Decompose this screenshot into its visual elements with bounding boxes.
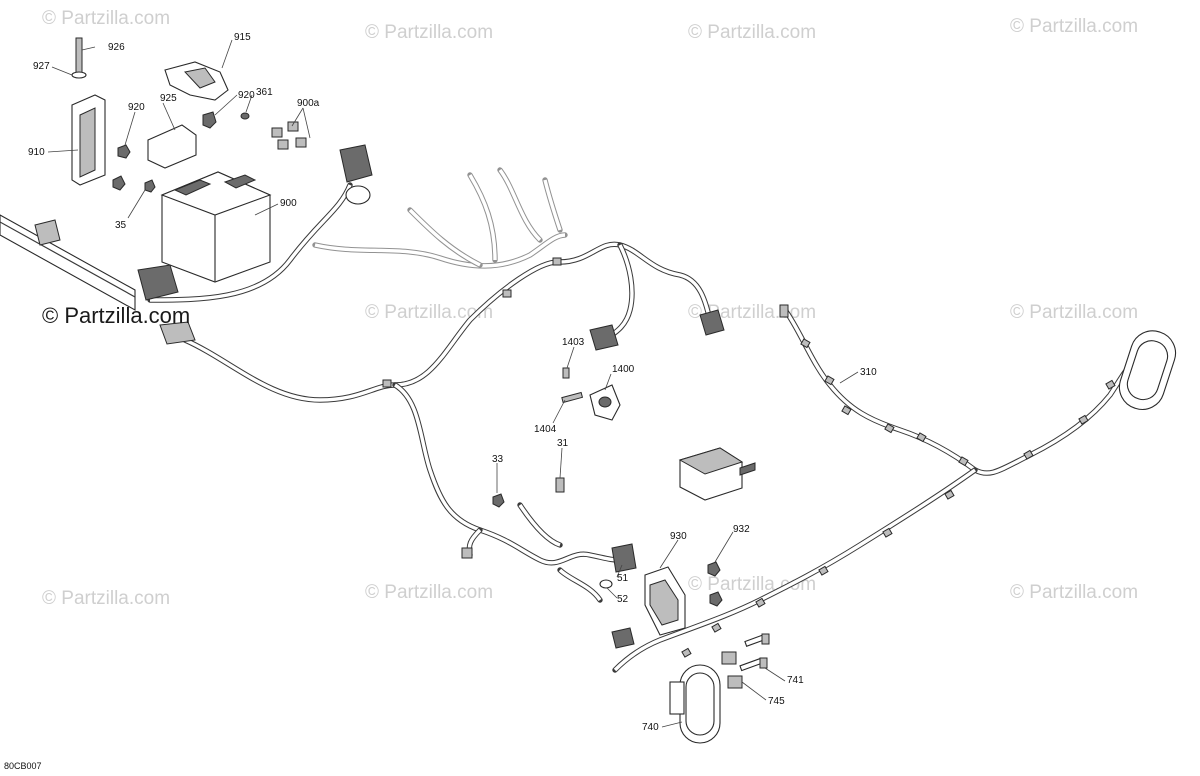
- figure-code: 80CB007: [4, 761, 42, 771]
- watermark-primary: © Partzilla.com: [42, 303, 190, 328]
- bolt-31: [555, 477, 565, 493]
- nut-1403: [562, 367, 570, 379]
- connector: [461, 547, 473, 559]
- nut-33: [492, 493, 505, 508]
- callout-361: 361: [256, 87, 273, 98]
- nut-35: [144, 179, 156, 193]
- connector: [611, 627, 635, 649]
- watermark: © Partzilla.com: [365, 22, 493, 43]
- callout-31: 31: [557, 438, 569, 449]
- nut-900a: [295, 137, 307, 148]
- nut-920: [117, 144, 131, 159]
- callout-925: 925: [160, 93, 177, 104]
- rear-light-upper: [1118, 330, 1177, 410]
- nut: [112, 175, 126, 191]
- sensor-1400: [561, 367, 621, 421]
- nut-900a: [277, 139, 289, 150]
- callout-310: 310: [860, 367, 877, 378]
- connectors: [34, 144, 789, 649]
- callout-741: 741: [787, 675, 804, 686]
- rear-harness-310: [612, 307, 1138, 673]
- frame-connector: [34, 219, 61, 246]
- watermark: © Partzilla.com: [688, 22, 816, 43]
- harness-clips: [382, 257, 1116, 658]
- battery-bracket-910: [71, 94, 106, 186]
- terminal-cover-915: [164, 61, 229, 101]
- battery-900: [160, 171, 272, 283]
- watermark: © Partzilla.com: [42, 8, 170, 29]
- upper-connector: [339, 144, 373, 183]
- callout-930: 930: [670, 531, 687, 542]
- callout-1404: 1404: [534, 424, 557, 435]
- washer-927: [71, 71, 87, 79]
- main-harness: [147, 182, 713, 603]
- watermark: © Partzilla.com: [365, 302, 493, 323]
- callout-740: 740: [642, 722, 659, 733]
- connector-51: [611, 543, 637, 573]
- clip-361: [240, 112, 250, 120]
- watermark: © Partzilla.com: [1010, 302, 1138, 323]
- watermark: © Partzilla.com: [42, 588, 170, 609]
- connector: [699, 309, 725, 336]
- bolt-926: [75, 37, 83, 77]
- grommet-52: [599, 579, 613, 589]
- grommet: [345, 185, 371, 205]
- callout-920: 920: [128, 102, 145, 113]
- callout-33: 33: [492, 454, 504, 465]
- watermark: © Partzilla.com: [1010, 16, 1138, 37]
- callout-52: 52: [617, 594, 629, 605]
- bolt-1404: [561, 391, 584, 404]
- rear-light-lower-740: [669, 664, 721, 744]
- callout-35: 35: [115, 220, 127, 231]
- callout-900: 900: [280, 198, 297, 209]
- callout-926: 926: [108, 42, 125, 53]
- callouts: 926 927 915 920 920 925 361 900a 910 35 …: [28, 32, 877, 733]
- callout-745: 745: [768, 696, 785, 707]
- watermark: © Partzilla.com: [1010, 582, 1138, 603]
- relay-box: [678, 447, 756, 501]
- nut-900a: [287, 121, 299, 132]
- callout-927: 927: [33, 61, 50, 72]
- nut-932: [709, 591, 723, 607]
- callout-900a: 900a: [297, 98, 320, 109]
- leader-lines: [47, 39, 859, 728]
- nut-900a: [271, 127, 283, 138]
- fastener-741: [739, 633, 770, 672]
- callout-910: 910: [28, 147, 45, 158]
- main-connector: [137, 264, 179, 301]
- fasteners-group: [71, 37, 723, 607]
- watermark: © Partzilla.com: [365, 582, 493, 603]
- module-930: [644, 566, 686, 636]
- callout-51: 51: [617, 573, 629, 584]
- connector-1403: [589, 324, 619, 351]
- cover-925: [147, 124, 197, 169]
- watermark: © Partzilla.com: [688, 574, 816, 595]
- background-harness: [312, 167, 568, 269]
- callout-920: 920: [238, 90, 255, 101]
- connector: [779, 304, 789, 318]
- callout-915: 915: [234, 32, 251, 43]
- connector: [159, 321, 196, 345]
- bracket-745: [721, 651, 743, 689]
- nut-932: [707, 561, 721, 577]
- callout-1403: 1403: [562, 337, 585, 348]
- callout-1400: 1400: [612, 364, 635, 375]
- nut-920: [202, 111, 217, 129]
- frame-tube: [0, 214, 136, 311]
- callout-932: 932: [733, 524, 750, 535]
